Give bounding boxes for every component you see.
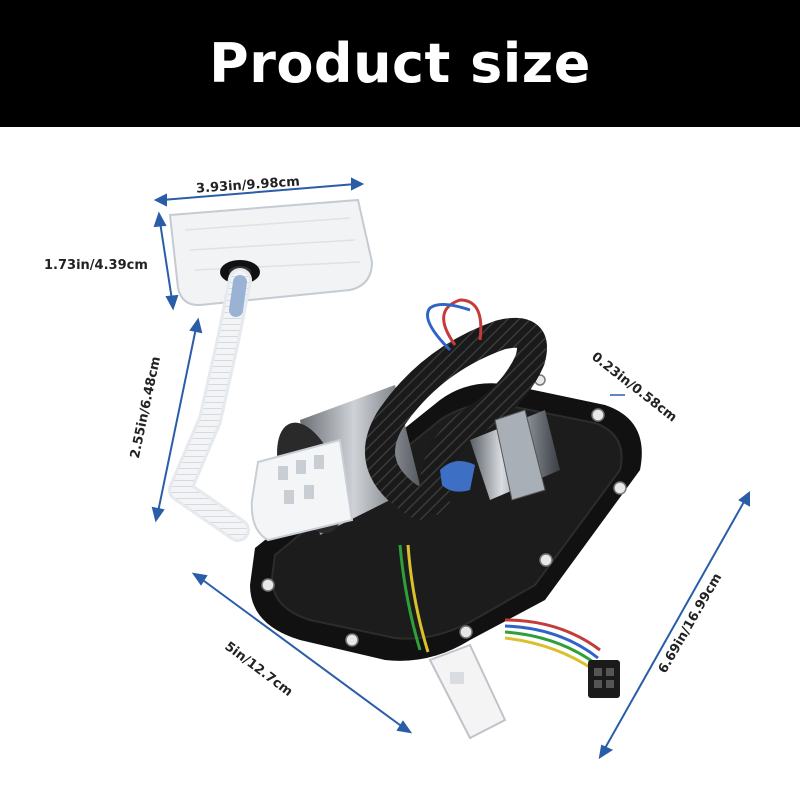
page-title: Product size bbox=[209, 32, 591, 95]
braided-hose bbox=[365, 317, 547, 520]
regulator bbox=[440, 409, 560, 501]
fuel-pump-illustration bbox=[151, 177, 750, 760]
dimension-arrows bbox=[151, 177, 750, 760]
title-banner: Product size bbox=[0, 0, 800, 127]
white-connector bbox=[428, 643, 507, 740]
fuel-filter-sock bbox=[168, 198, 374, 307]
filter-height-label: 1.73in/4.39cm bbox=[44, 258, 148, 273]
fuel-hose bbox=[168, 268, 252, 542]
black-connector bbox=[588, 660, 620, 698]
wiring bbox=[398, 298, 601, 672]
bolt-holes bbox=[261, 374, 627, 647]
